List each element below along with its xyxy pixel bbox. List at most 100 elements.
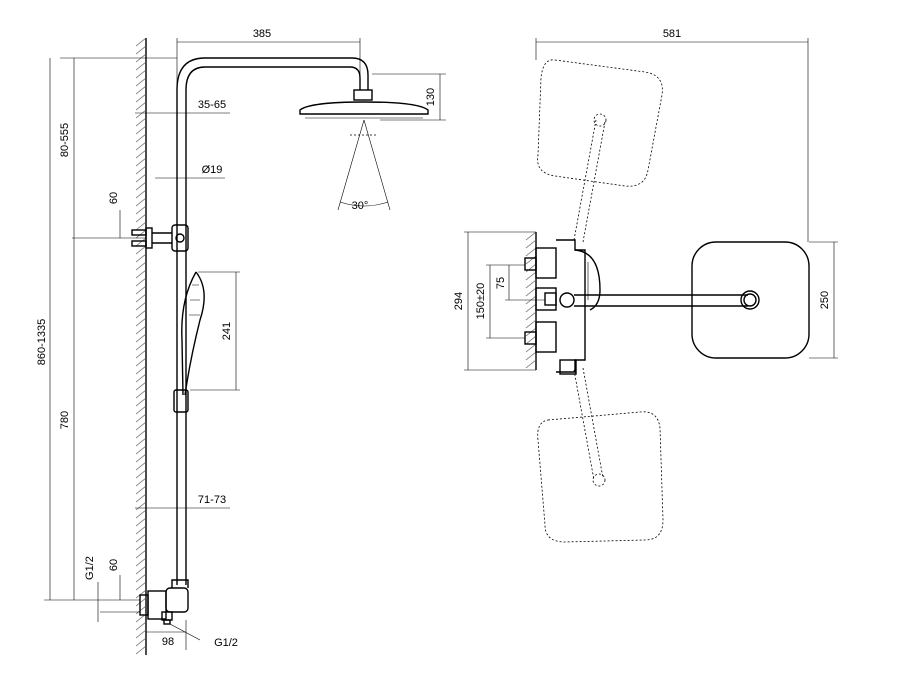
hatch-line	[135, 293, 147, 303]
ghost-head-upper	[537, 59, 663, 243]
ghost-head-lower	[537, 367, 664, 543]
hatch-line	[135, 517, 147, 527]
hatch-line	[135, 333, 147, 343]
hatch-line	[135, 173, 147, 183]
hatch-line	[135, 277, 147, 287]
hatch-line	[135, 557, 147, 567]
hatch-line	[135, 269, 147, 279]
hatch-line	[135, 237, 147, 247]
hatch-line	[135, 357, 147, 367]
dim-35-65: 35-65	[198, 99, 226, 111]
hatch-line	[135, 325, 147, 335]
dim-860-1335: 860-1335	[36, 319, 48, 366]
hatch-line	[135, 365, 147, 375]
hatch-line	[135, 445, 147, 455]
hatch-line	[135, 493, 147, 503]
hatch-line	[135, 149, 147, 159]
hatch-line	[135, 109, 147, 119]
hatch-line	[525, 319, 537, 329]
hatch-line	[135, 469, 147, 479]
hatch-line	[135, 349, 147, 359]
hatch-line	[525, 271, 537, 281]
hatch-line	[135, 205, 147, 215]
hatch-line	[525, 279, 537, 289]
hatch-line	[135, 61, 147, 71]
hatch-line	[135, 621, 147, 631]
hatch-line	[135, 413, 147, 423]
dim-581: 581	[663, 28, 681, 40]
hatch-line	[135, 317, 147, 327]
dim-294: 294	[453, 292, 465, 310]
hatch-line	[525, 343, 537, 353]
hatch-line	[135, 605, 147, 615]
hatch-line	[135, 341, 147, 351]
hatch-line	[135, 85, 147, 95]
hatch-line	[135, 509, 147, 519]
hatch-line	[135, 389, 147, 399]
hatch-line	[135, 285, 147, 295]
dim-780: 780	[59, 411, 71, 429]
hatch-line	[525, 263, 537, 273]
hatch-line	[525, 247, 537, 257]
spray-cone	[337, 119, 391, 211]
hatch-line	[135, 181, 147, 191]
hatch-line	[135, 37, 147, 47]
hatch-line	[135, 501, 147, 511]
overhead-shower-head	[299, 89, 429, 119]
hatch-line	[135, 381, 147, 391]
hatch-line	[525, 231, 537, 241]
dim-pipe-diameter: Ø19	[202, 164, 223, 176]
hatch-line	[135, 189, 147, 199]
hatch-line	[135, 573, 147, 583]
hatch-line	[135, 461, 147, 471]
dim-150: 150±20	[475, 283, 487, 320]
hatch-line	[135, 309, 147, 319]
hatch-line	[135, 565, 147, 575]
hatch-line	[135, 221, 147, 231]
top-wall	[525, 231, 537, 370]
wall	[135, 37, 147, 655]
hatch-line	[135, 69, 147, 79]
hatch-line	[135, 429, 147, 439]
hatch-line	[135, 301, 147, 311]
dim-60-lower: 60	[108, 559, 120, 571]
dim-98: 98	[162, 636, 174, 648]
hatch-line	[135, 213, 147, 223]
hatch-line	[135, 597, 147, 607]
hatch-line	[525, 311, 537, 321]
hatch-line	[135, 405, 147, 415]
hatch-line	[135, 77, 147, 87]
hatch-line	[525, 335, 537, 345]
hatch-line	[135, 157, 147, 167]
riser-pipe	[176, 57, 369, 585]
top-dimension-lines	[464, 38, 838, 371]
dim-g12-outlet: G1/2	[214, 637, 238, 649]
hatch-line	[135, 133, 147, 143]
hatch-line	[135, 525, 147, 535]
dim-250: 250	[819, 291, 831, 309]
hatch-line	[135, 45, 147, 55]
dim-241: 241	[221, 322, 233, 340]
hatch-line	[135, 117, 147, 127]
hatch-line	[525, 351, 537, 361]
hatch-line	[135, 629, 147, 639]
dim-spray-angle: 30°	[352, 200, 369, 212]
hatch-line	[135, 373, 147, 383]
hatch-line	[135, 101, 147, 111]
hatch-line	[135, 141, 147, 151]
hatch-line	[135, 645, 147, 655]
hatch-line	[135, 437, 147, 447]
hand-shower	[173, 271, 205, 413]
dim-71-73: 71-73	[198, 494, 226, 506]
dim-75: 75	[495, 277, 507, 289]
hatch-line	[135, 549, 147, 559]
top-arm	[574, 290, 760, 310]
hatch-line	[135, 253, 147, 263]
hatch-line	[135, 165, 147, 175]
hatch-line	[135, 637, 147, 647]
hatch-line	[525, 255, 537, 265]
hatch-line	[135, 589, 147, 599]
dim-80-555: 80-555	[59, 123, 71, 157]
dim-60-upper: 60	[108, 192, 120, 204]
hatch-line	[135, 229, 147, 239]
